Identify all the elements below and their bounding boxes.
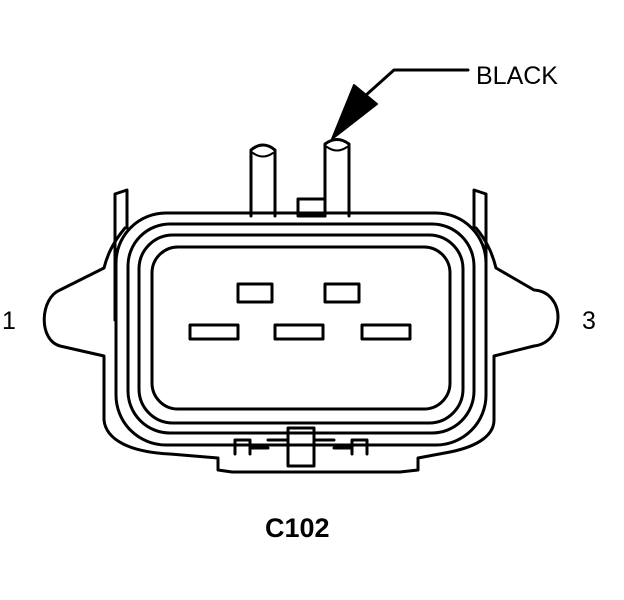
terminal-pin-right-cap: [326, 146, 348, 152]
center-tab: [296, 197, 327, 218]
pin-label-left: 1: [2, 307, 16, 335]
cavity-lower-3: [360, 323, 412, 341]
terminal-pin-left: [249, 143, 277, 218]
lock-tab-left: [233, 438, 270, 456]
cavity-upper-right: [323, 282, 361, 304]
leader-arrowhead: [331, 84, 378, 140]
housing-ring-1: [114, 211, 488, 447]
terminal-pin-left-cap: [252, 152, 274, 158]
cavity-face: [150, 245, 452, 411]
housing-ring-2: [126, 222, 476, 435]
wire-color-label: BLACK: [476, 62, 558, 90]
housing-ring-3: [137, 233, 465, 425]
cavity-upper-left: [236, 282, 274, 304]
leader-line: [354, 68, 470, 106]
pin-label-right: 3: [582, 307, 596, 335]
lock-tab-center: [286, 426, 316, 468]
lock-tab-right: [332, 438, 369, 456]
cavity-lower-1: [188, 323, 240, 341]
terminal-pin-right: [323, 138, 351, 218]
housing-outer: [42, 226, 560, 474]
connector-id-label: C102: [265, 513, 330, 543]
cavity-lower-2: [273, 323, 325, 341]
